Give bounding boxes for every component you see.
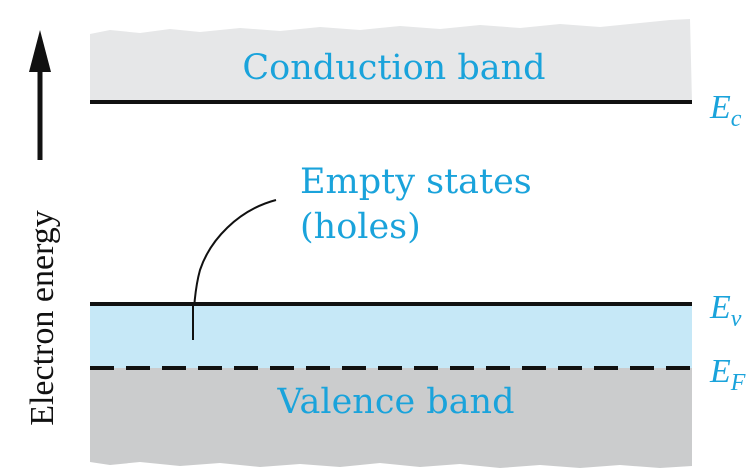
energy-axis-label: Electron energy xyxy=(24,210,61,426)
energy-axis-arrowhead xyxy=(29,30,51,72)
ef-label: EF xyxy=(709,353,746,396)
valence-band-label: Valence band xyxy=(276,382,514,422)
valence-band-region xyxy=(90,368,692,468)
holes-region xyxy=(90,304,692,368)
empty-states-label: Empty states xyxy=(300,162,532,202)
holes-label: (holes) xyxy=(300,207,421,247)
ec-label: Ec xyxy=(709,89,742,132)
conduction-band-region xyxy=(90,19,692,102)
conduction-band-label: Conduction band xyxy=(242,48,545,88)
ev-label: Ev xyxy=(709,289,742,332)
